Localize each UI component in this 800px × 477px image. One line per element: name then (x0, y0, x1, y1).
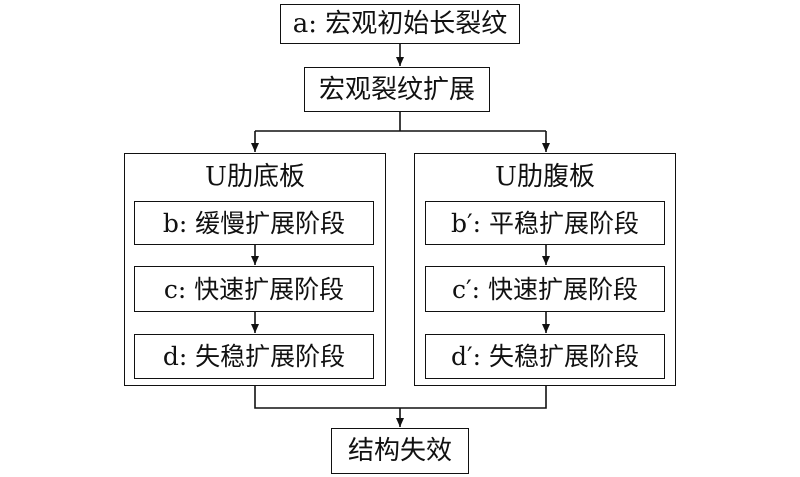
u-rib-bottom-plate-title: U肋底板 (205, 162, 305, 192)
u-rib-bottom-plate-group (124, 153, 386, 386)
connector-split (255, 112, 546, 132)
structural-failure-box: 结构失效 (331, 428, 469, 474)
u-rib-web-plate-group (414, 153, 676, 386)
rapid-expansion-stage-prime-box: c′: 快速扩展阶段 (425, 266, 665, 312)
rapid-expansion-stage-box: c: 快速扩展阶段 (134, 266, 374, 312)
unstable-expansion-stage-box: d: 失稳扩展阶段 (134, 334, 374, 379)
initial-crack-box: a: 宏观初始长裂纹 (280, 4, 520, 44)
slow-expansion-stage-box: b: 缓慢扩展阶段 (134, 201, 374, 245)
crack-expansion-box: 宏观裂纹扩展 (304, 67, 490, 112)
unstable-expansion-stage-prime-box: d′: 失稳扩展阶段 (425, 334, 665, 379)
connector-merge (254, 386, 547, 409)
u-rib-web-plate-title: U肋腹板 (495, 162, 595, 192)
stable-expansion-stage-box: b′: 平稳扩展阶段 (425, 201, 665, 245)
